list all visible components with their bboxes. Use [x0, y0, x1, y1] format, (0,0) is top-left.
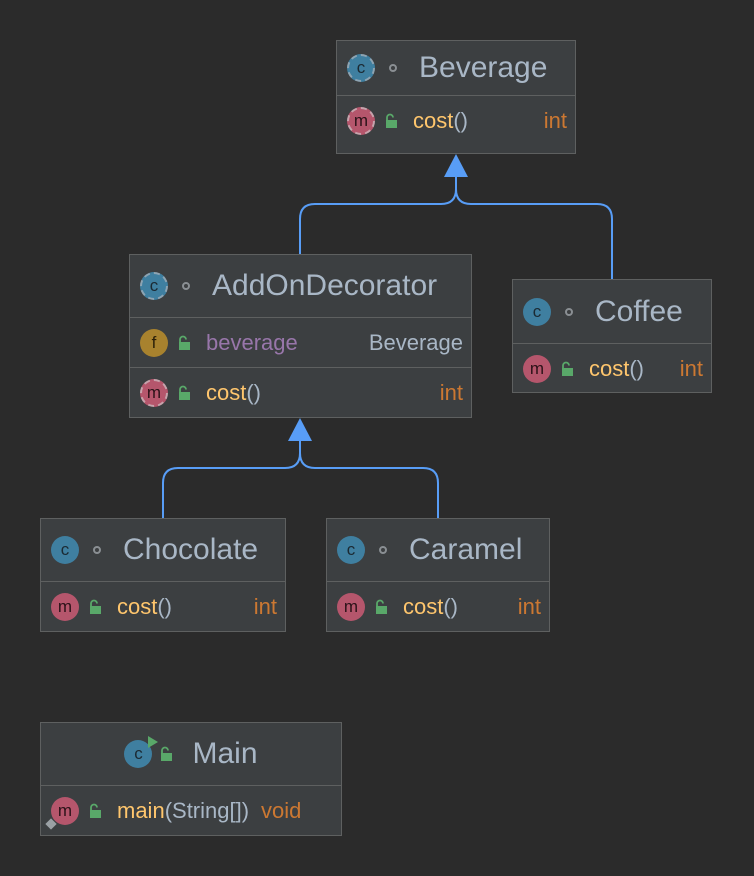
- public-lock-icon: [386, 113, 397, 128]
- abstract-method-icon: m: [347, 106, 375, 135]
- method-params: (): [453, 107, 469, 133]
- class-name: Caramel: [409, 533, 523, 566]
- abstract-method-icon: m: [140, 378, 168, 407]
- class-node-coffee[interactable]: c Coffee m cost() int: [512, 279, 712, 393]
- public-lock-icon: [90, 599, 101, 614]
- return-type: int: [253, 593, 277, 619]
- method-params: (): [443, 593, 459, 619]
- return-type: int: [679, 355, 703, 381]
- method-params: (): [629, 355, 645, 381]
- public-lock-icon: [562, 361, 573, 376]
- abstract-class-icon: c: [140, 272, 168, 300]
- edge-arrowhead-beverage: [444, 154, 468, 177]
- class-header: c Caramel: [327, 519, 549, 582]
- method-row[interactable]: m cost() int: [337, 96, 575, 145]
- class-name: AddOnDecorator: [212, 269, 438, 302]
- class-header: c Chocolate: [41, 519, 285, 582]
- package-visibility-icon: [182, 282, 190, 290]
- class-icon: c: [51, 536, 79, 564]
- method-row[interactable]: m main(String[]) void: [41, 786, 341, 835]
- class-header: c Beverage: [337, 41, 575, 96]
- method-row[interactable]: m cost() int: [327, 582, 549, 631]
- class-icon: c: [523, 297, 551, 326]
- class-icon: c: [337, 536, 365, 564]
- package-visibility-icon: [389, 64, 397, 72]
- method-params: (): [246, 379, 262, 405]
- package-visibility-icon: [93, 546, 101, 554]
- method-icon: m: [523, 354, 551, 383]
- abstract-class-icon: c: [347, 54, 375, 82]
- package-visibility-icon: [379, 546, 387, 554]
- class-header: c Coffee: [513, 280, 711, 344]
- field-type: Beverage: [368, 329, 463, 355]
- method-row[interactable]: m cost() int: [130, 368, 471, 417]
- method-name: cost: [413, 107, 454, 133]
- method-row[interactable]: m cost() int: [513, 344, 711, 393]
- edge-addondecorator-beverage: [299, 176, 457, 254]
- edge-arrowhead-addondecorator: [288, 418, 312, 441]
- edge-coffee-beverage: [455, 176, 613, 279]
- class-name: Beverage: [419, 51, 548, 84]
- field-row[interactable]: f beverage Beverage: [130, 318, 471, 368]
- field-name: beverage: [206, 329, 298, 355]
- method-icon: m: [51, 592, 79, 621]
- method-icon: m: [337, 592, 365, 621]
- method-name: cost: [117, 593, 158, 619]
- method-name: cost: [589, 355, 630, 381]
- public-lock-icon: [376, 599, 387, 614]
- run-badge-icon: [148, 736, 159, 748]
- return-type: int: [439, 379, 463, 405]
- public-lock-icon: [179, 335, 190, 350]
- edge-caramel-addondecorator: [299, 440, 439, 518]
- class-node-beverage[interactable]: c Beverage m cost() int: [336, 40, 576, 154]
- return-type: void: [261, 797, 302, 823]
- method-row[interactable]: m cost() int: [41, 582, 285, 631]
- class-node-main[interactable]: c Main m main(String[]) void: [40, 722, 342, 836]
- static-method-icon: m: [45, 796, 79, 830]
- method-params: (): [157, 593, 173, 619]
- class-name: Chocolate: [123, 533, 259, 566]
- method-name: main: [117, 797, 165, 823]
- class-node-chocolate[interactable]: c Chocolate m cost() int: [40, 518, 286, 632]
- package-visibility-icon: [565, 307, 573, 316]
- class-header: c Main: [41, 723, 341, 786]
- class-header: c AddOnDecorator: [130, 255, 471, 318]
- field-icon: f: [140, 328, 168, 357]
- class-node-addondecorator[interactable]: c AddOnDecorator f beverage Beverage m c…: [129, 254, 472, 418]
- public-lock-icon: [90, 803, 101, 818]
- return-type: int: [517, 593, 541, 619]
- method-params: (String[]): [164, 797, 250, 823]
- static-marker-icon: [45, 817, 57, 830]
- public-lock-icon: [179, 385, 190, 400]
- method-name: cost: [206, 379, 247, 405]
- class-node-caramel[interactable]: c Caramel m cost() int: [326, 518, 550, 632]
- class-name: Main: [192, 737, 258, 770]
- edge-chocolate-addondecorator: [162, 440, 301, 518]
- method-name: cost: [403, 593, 444, 619]
- class-name: Coffee: [595, 294, 683, 328]
- return-type: int: [543, 107, 567, 133]
- runnable-class-icon: c: [124, 736, 159, 768]
- public-lock-icon: [161, 746, 173, 761]
